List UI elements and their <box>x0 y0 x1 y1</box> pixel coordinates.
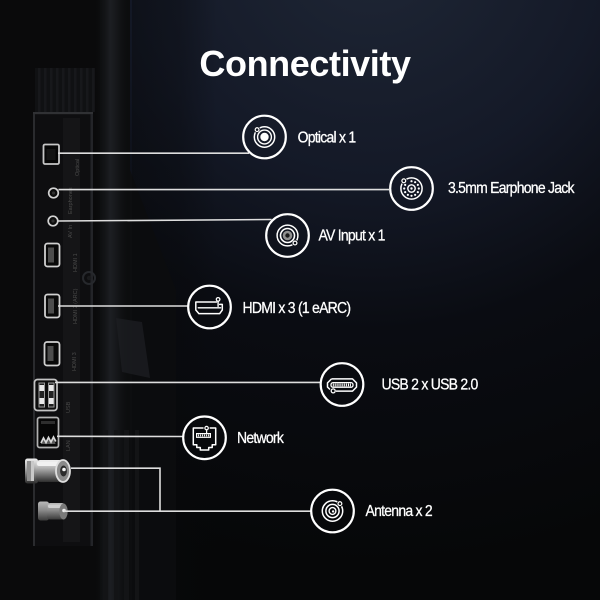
svg-text:3.5mm Earphone Jack: 3.5mm Earphone Jack <box>448 181 575 198</box>
svg-text:HDMI 1: HDMI 1 <box>73 253 79 272</box>
svg-text:Optical x 1: Optical x 1 <box>298 130 356 147</box>
svg-text:AV In: AV In <box>68 225 74 238</box>
svg-text:HDMI 3: HDMI 3 <box>72 352 78 371</box>
svg-text:LAN: LAN <box>66 440 72 451</box>
svg-text:USB: USB <box>66 401 72 413</box>
svg-text:Network: Network <box>237 430 284 447</box>
svg-text:Connectivity: Connectivity <box>199 43 411 84</box>
svg-text:AV Input x 1: AV Input x 1 <box>319 228 386 245</box>
svg-text:Optical: Optical <box>75 159 81 176</box>
svg-text:Antenna x 2: Antenna x 2 <box>366 504 433 521</box>
svg-text:USB 2 x USB 2.0: USB 2 x USB 2.0 <box>382 377 479 394</box>
svg-text:Earphones: Earphones <box>68 187 74 214</box>
svg-text:HDMI x 3 (1 eARC): HDMI x 3 (1 eARC) <box>242 300 351 317</box>
